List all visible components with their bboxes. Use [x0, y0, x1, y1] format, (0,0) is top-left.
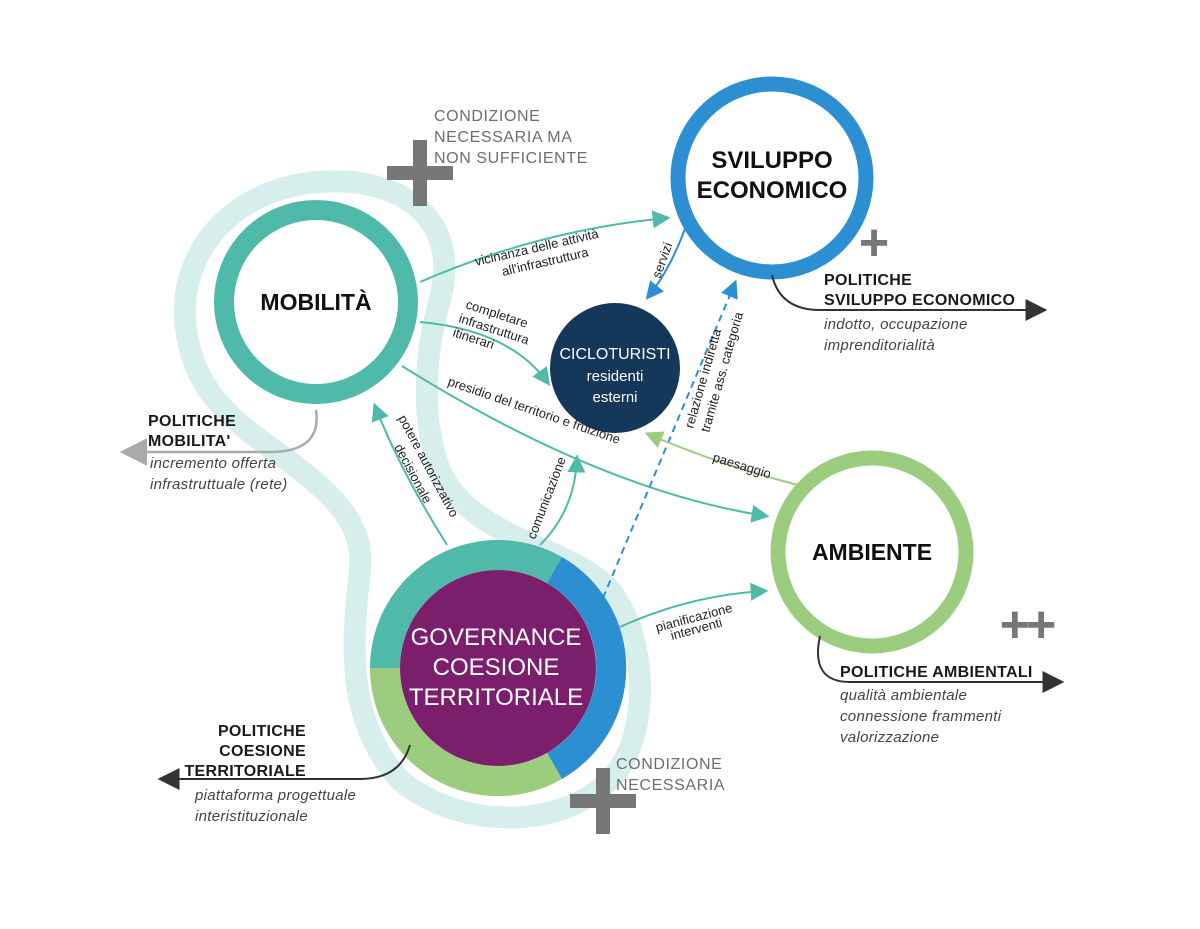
halo-band — [173, 170, 651, 829]
sviluppo-node — [670, 76, 874, 280]
mobilita-policy-desc-1: incremento offerta — [150, 455, 276, 472]
coesione-policy-desc-2: interistituzionale — [195, 808, 308, 825]
completare-arrow — [419, 321, 551, 386]
vicinanza-arrow — [419, 210, 671, 283]
ambiente-policy-arrow — [817, 635, 1065, 693]
presidio-arrow — [401, 365, 770, 523]
comunicazione-arrow — [539, 454, 586, 546]
governance-label-3: TERRITORIALE — [409, 684, 583, 711]
coesione-policy-desc-1: piattaforma progettuale — [194, 787, 356, 804]
governance-ring-green — [369, 668, 562, 797]
governance-ring-blue — [547, 557, 627, 779]
condition-bottom-2: NECESSARIA — [616, 777, 725, 794]
economy-plus-icon: + — [859, 214, 889, 272]
condition-bottom-1: CONDIZIONE — [616, 756, 722, 773]
relazione-arrow — [602, 279, 738, 599]
coesione-policy-title-2: COESIONE — [219, 743, 306, 760]
coesione-policy-title-3: TERRITORIALE — [184, 763, 306, 780]
cicloturisti-sub-2: esterni — [592, 389, 637, 406]
sviluppo-policy-title-1: POLITICHE — [824, 272, 912, 289]
governance-label-1: GOVERNANCE — [411, 624, 582, 651]
governance-ring — [369, 539, 627, 797]
comunicazione-label: comunicazione — [524, 455, 569, 541]
mobilita-label: MOBILITÀ — [260, 288, 371, 315]
sviluppo-policy-desc-2: imprenditorialità — [824, 337, 935, 354]
sviluppo-label-2: ECONOMICO — [697, 177, 848, 204]
ambiente-policy-desc-2: connessione frammenti — [840, 708, 1002, 725]
cicloturisti-sub-1: residenti — [587, 368, 644, 385]
coesione-policy-title-1: POLITICHE — [218, 723, 306, 740]
coesione-policy-arrow — [157, 744, 411, 790]
condition-top-2: NECESSARIA MA — [434, 129, 573, 146]
environment-plus-icon: ++ — [1000, 596, 1055, 654]
sviluppo-label-1: SVILUPPO — [711, 147, 832, 174]
condition-top-1: CONDIZIONE — [434, 108, 540, 125]
governance-node — [400, 570, 596, 766]
governance-label-2: COESIONE — [433, 654, 560, 681]
mobilita-policy-arrow — [119, 409, 318, 466]
sviluppo-policy-desc-1: indotto, occupazione — [824, 316, 968, 333]
governance-ring-teal-2 — [498, 539, 562, 583]
mobilita-policy-desc-2: infrastruttuale (rete) — [150, 476, 287, 493]
paesaggio-label: paesaggio — [711, 450, 773, 482]
plus-icon-bottom — [570, 768, 636, 834]
mobilita-policy-title-2: MOBILITA' — [148, 433, 231, 450]
ambiente-node — [770, 450, 974, 654]
sviluppo-policy-arrow — [771, 274, 1048, 321]
mobilita-policy-title-1: POLITICHE — [148, 413, 236, 430]
paesaggio-arrow — [644, 431, 799, 486]
cicloturisti-node — [550, 303, 680, 433]
ambiente-policy-title: POLITICHE AMBIENTALI — [840, 664, 1033, 681]
ambiente-policy-desc-1: qualità ambientale — [840, 687, 967, 704]
servizi-arrow — [645, 225, 687, 300]
condition-top-3: NON SUFFICIENTE — [434, 150, 588, 167]
mobilita-node — [214, 200, 418, 404]
governance-ring-teal — [370, 540, 498, 668]
plus-icon-top — [387, 140, 453, 206]
ambiente-policy-desc-3: valorizzazione — [840, 729, 939, 746]
pianificazione-arrow — [619, 582, 769, 628]
sviluppo-policy-title-2: SVILUPPO ECONOMICO — [824, 292, 1015, 309]
potere-arrow — [371, 402, 448, 546]
ambiente-label: AMBIENTE — [812, 539, 932, 565]
cicloturisti-label: CICLOTURISTI — [559, 346, 670, 363]
